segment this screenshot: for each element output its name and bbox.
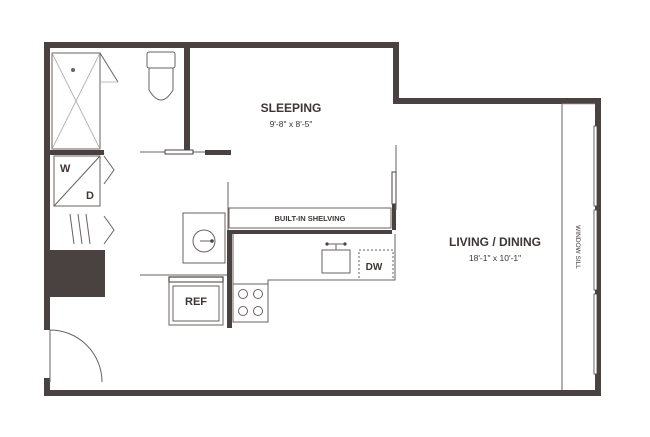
bath-sink: [182, 212, 226, 264]
dryer-label: D: [86, 190, 94, 202]
living-dining-label: LIVING / DINING: [449, 235, 541, 249]
window-sill-label: WINDOW SILL: [574, 225, 581, 269]
kitchen-counter: [232, 234, 396, 284]
entry-door: [49, 329, 103, 383]
dishwasher: DW: [358, 249, 394, 281]
bath-sliding-door: [140, 182, 229, 276]
washer-label: W: [60, 163, 71, 175]
built-in-shelving: BUILT-IN SHELVING: [228, 207, 392, 229]
window-sill: WINDOW SILL: [561, 103, 598, 390]
shower: [51, 52, 119, 150]
sleeping-sliding-door: [140, 149, 205, 155]
sleeping-room-dimensions: 9'-8" x 8'-5": [270, 119, 313, 129]
exterior-walls: [44, 42, 601, 396]
washer-dryer: W D: [53, 155, 101, 207]
toilet-icon: [146, 51, 176, 101]
shelving-label: BUILT-IN SHELVING: [275, 214, 346, 223]
sleeping-room-label: SLEEPING: [261, 101, 322, 115]
refrigerator: REF: [168, 276, 224, 326]
storage-block: [44, 250, 105, 297]
kitchen-sink: [321, 242, 351, 274]
closet-bifold-doors: [69, 155, 115, 245]
living-dining-dimensions: 18'-1" x 10'-1": [469, 253, 521, 263]
dishwasher-label: DW: [366, 262, 383, 273]
sleeping-right-door: [391, 145, 397, 210]
range: [232, 283, 269, 323]
refrigerator-label: REF: [185, 296, 207, 308]
